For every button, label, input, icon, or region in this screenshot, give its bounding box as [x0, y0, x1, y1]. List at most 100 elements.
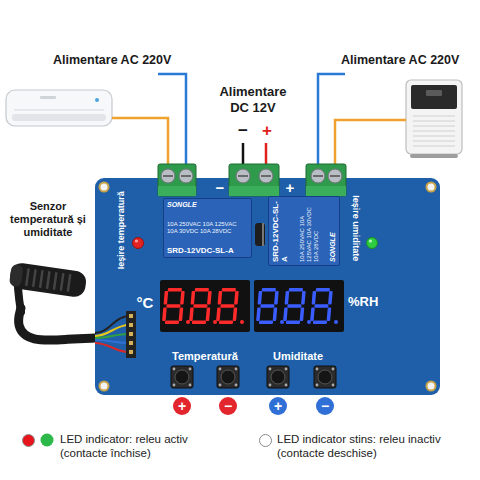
seven-segment-display — [254, 280, 344, 332]
sign-symbol: − — [224, 399, 232, 413]
push-button — [217, 366, 239, 388]
terminal-block — [313, 175, 323, 177]
push-button — [269, 384, 272, 387]
power-label: Alimentare AC 220V — [53, 53, 171, 67]
led — [133, 238, 144, 249]
push-button — [332, 368, 335, 371]
pin-header — [129, 332, 133, 336]
push-button — [318, 370, 332, 384]
legend-text: LED indicator stins: releu inactiv (cont… — [277, 432, 472, 460]
air-cooler-icon — [426, 90, 442, 96]
push-button — [173, 384, 176, 387]
led — [367, 238, 378, 249]
terminal-sign: − — [216, 179, 225, 196]
sensor-probe-body — [9, 262, 88, 298]
pin-header — [129, 341, 133, 345]
pin-header — [129, 314, 133, 318]
push-button — [173, 368, 176, 371]
relay-brand: SONGLE — [329, 232, 337, 262]
relay-model: SRD-12VDC-SL-A — [167, 246, 234, 255]
push-button — [332, 384, 335, 387]
led — [135, 239, 138, 242]
mounting-hole — [100, 382, 109, 391]
terminal-block — [181, 175, 191, 177]
terminal-block — [238, 175, 248, 177]
sign-symbol: + — [178, 399, 186, 413]
push-button — [189, 384, 192, 387]
seven-segment-display — [216, 288, 244, 324]
display-label: Umiditate — [273, 350, 323, 363]
air-conditioner-icon — [6, 90, 112, 126]
sensor-label: Senzor temperatură și umiditate — [2, 200, 94, 239]
ac-wire — [112, 74, 406, 172]
air-cooler-icon — [413, 145, 455, 146]
terminal-block — [328, 169, 342, 183]
terminal-block — [330, 175, 340, 177]
mounting-hole — [100, 183, 436, 391]
sign-circle: + — [173, 397, 191, 415]
output-label: Ieșire temperatură — [116, 191, 126, 269]
air-conditioner-icon — [6, 90, 112, 126]
seven-segment-display — [189, 288, 217, 324]
unit-label: %RH — [348, 295, 378, 310]
push-button — [269, 368, 272, 371]
air-conditioner-icon — [14, 110, 104, 111]
seven-segment-display — [256, 288, 284, 324]
sensor-probe-body — [9, 262, 88, 298]
node-content: Senzor temperatură și umiditate — [2, 200, 94, 308]
sensor-probe-body — [32, 269, 37, 287]
air-cooler-icon — [413, 116, 455, 146]
node-content: SONGLE10A 250VAC 10A 125VAC 10A 30VDC 10… — [164, 199, 251, 257]
push-button — [316, 368, 319, 371]
terminal-block — [311, 169, 325, 183]
sensor-probe-body — [60, 273, 65, 291]
legend-dot — [41, 434, 54, 447]
legend-swatch — [22, 434, 35, 447]
sign-circle: − — [316, 397, 334, 415]
push-button — [175, 370, 189, 384]
sensor-probe-body — [39, 270, 44, 288]
sensor-probe-body — [25, 268, 30, 286]
terminal-block — [163, 175, 173, 177]
air-cooler-icon — [413, 120, 455, 121]
sensor-wire — [95, 316, 129, 352]
push-button — [189, 368, 192, 371]
pin-header — [129, 350, 133, 354]
legend-swatch — [259, 434, 272, 447]
sensor-probe-body — [9, 264, 24, 287]
capacitor — [262, 223, 264, 246]
air-conditioner-icon — [40, 96, 56, 99]
push-button — [171, 366, 336, 388]
air-conditioner-icon — [12, 114, 106, 121]
air-conditioner-icon — [95, 98, 99, 102]
push-button — [316, 384, 319, 387]
unit-label: °C — [137, 294, 154, 311]
mounting-hole — [100, 183, 109, 192]
pin-header — [126, 311, 136, 358]
terminal-block — [306, 164, 346, 196]
capacitor — [255, 223, 265, 246]
terminal-block — [259, 169, 273, 183]
push-button — [219, 384, 222, 387]
capacitor — [255, 223, 265, 246]
seven-segment-display — [283, 288, 311, 324]
legend-text: LED indicator: releu activ (contacte înc… — [60, 432, 238, 460]
legend-dot — [41, 434, 54, 447]
push-button — [221, 370, 235, 384]
sign-circle: + — [269, 397, 287, 415]
sensor-probe: Senzor temperatură și umiditate — [2, 200, 94, 308]
terminal-block — [158, 164, 196, 196]
push-button — [219, 368, 222, 371]
relay: SONGLE10A 250VAC 10A 125VAC 10A 30VDC 10… — [163, 198, 252, 258]
ac-wire — [158, 74, 186, 172]
push-button — [314, 366, 336, 388]
sensor-wire — [95, 334, 129, 338]
pin-header — [126, 311, 136, 358]
push-button — [285, 384, 288, 387]
air-cooler-icon — [413, 135, 455, 136]
ac-wire — [318, 74, 345, 172]
air-cooler-icon — [413, 125, 455, 126]
relay-model: SRD-12VDC-SL-A — [271, 200, 289, 262]
display-label: Temperatură — [172, 350, 238, 363]
